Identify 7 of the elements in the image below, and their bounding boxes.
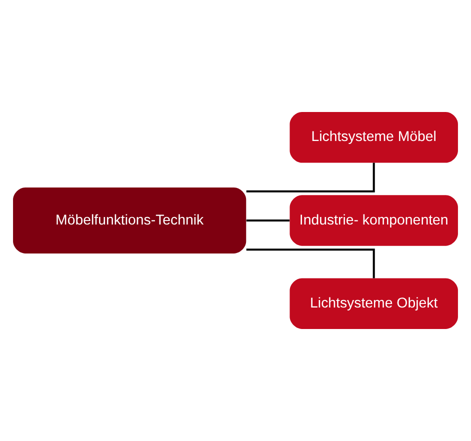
node-box: Industrie- komponenten xyxy=(290,195,458,246)
connector xyxy=(246,219,290,222)
connector xyxy=(246,248,375,278)
node-box: Möbelfunktions-Technik xyxy=(13,188,246,254)
node-box: Lichtsysteme Objekt xyxy=(290,278,458,329)
node-box: Lichtsysteme Möbel xyxy=(290,112,458,163)
connector xyxy=(246,162,375,192)
